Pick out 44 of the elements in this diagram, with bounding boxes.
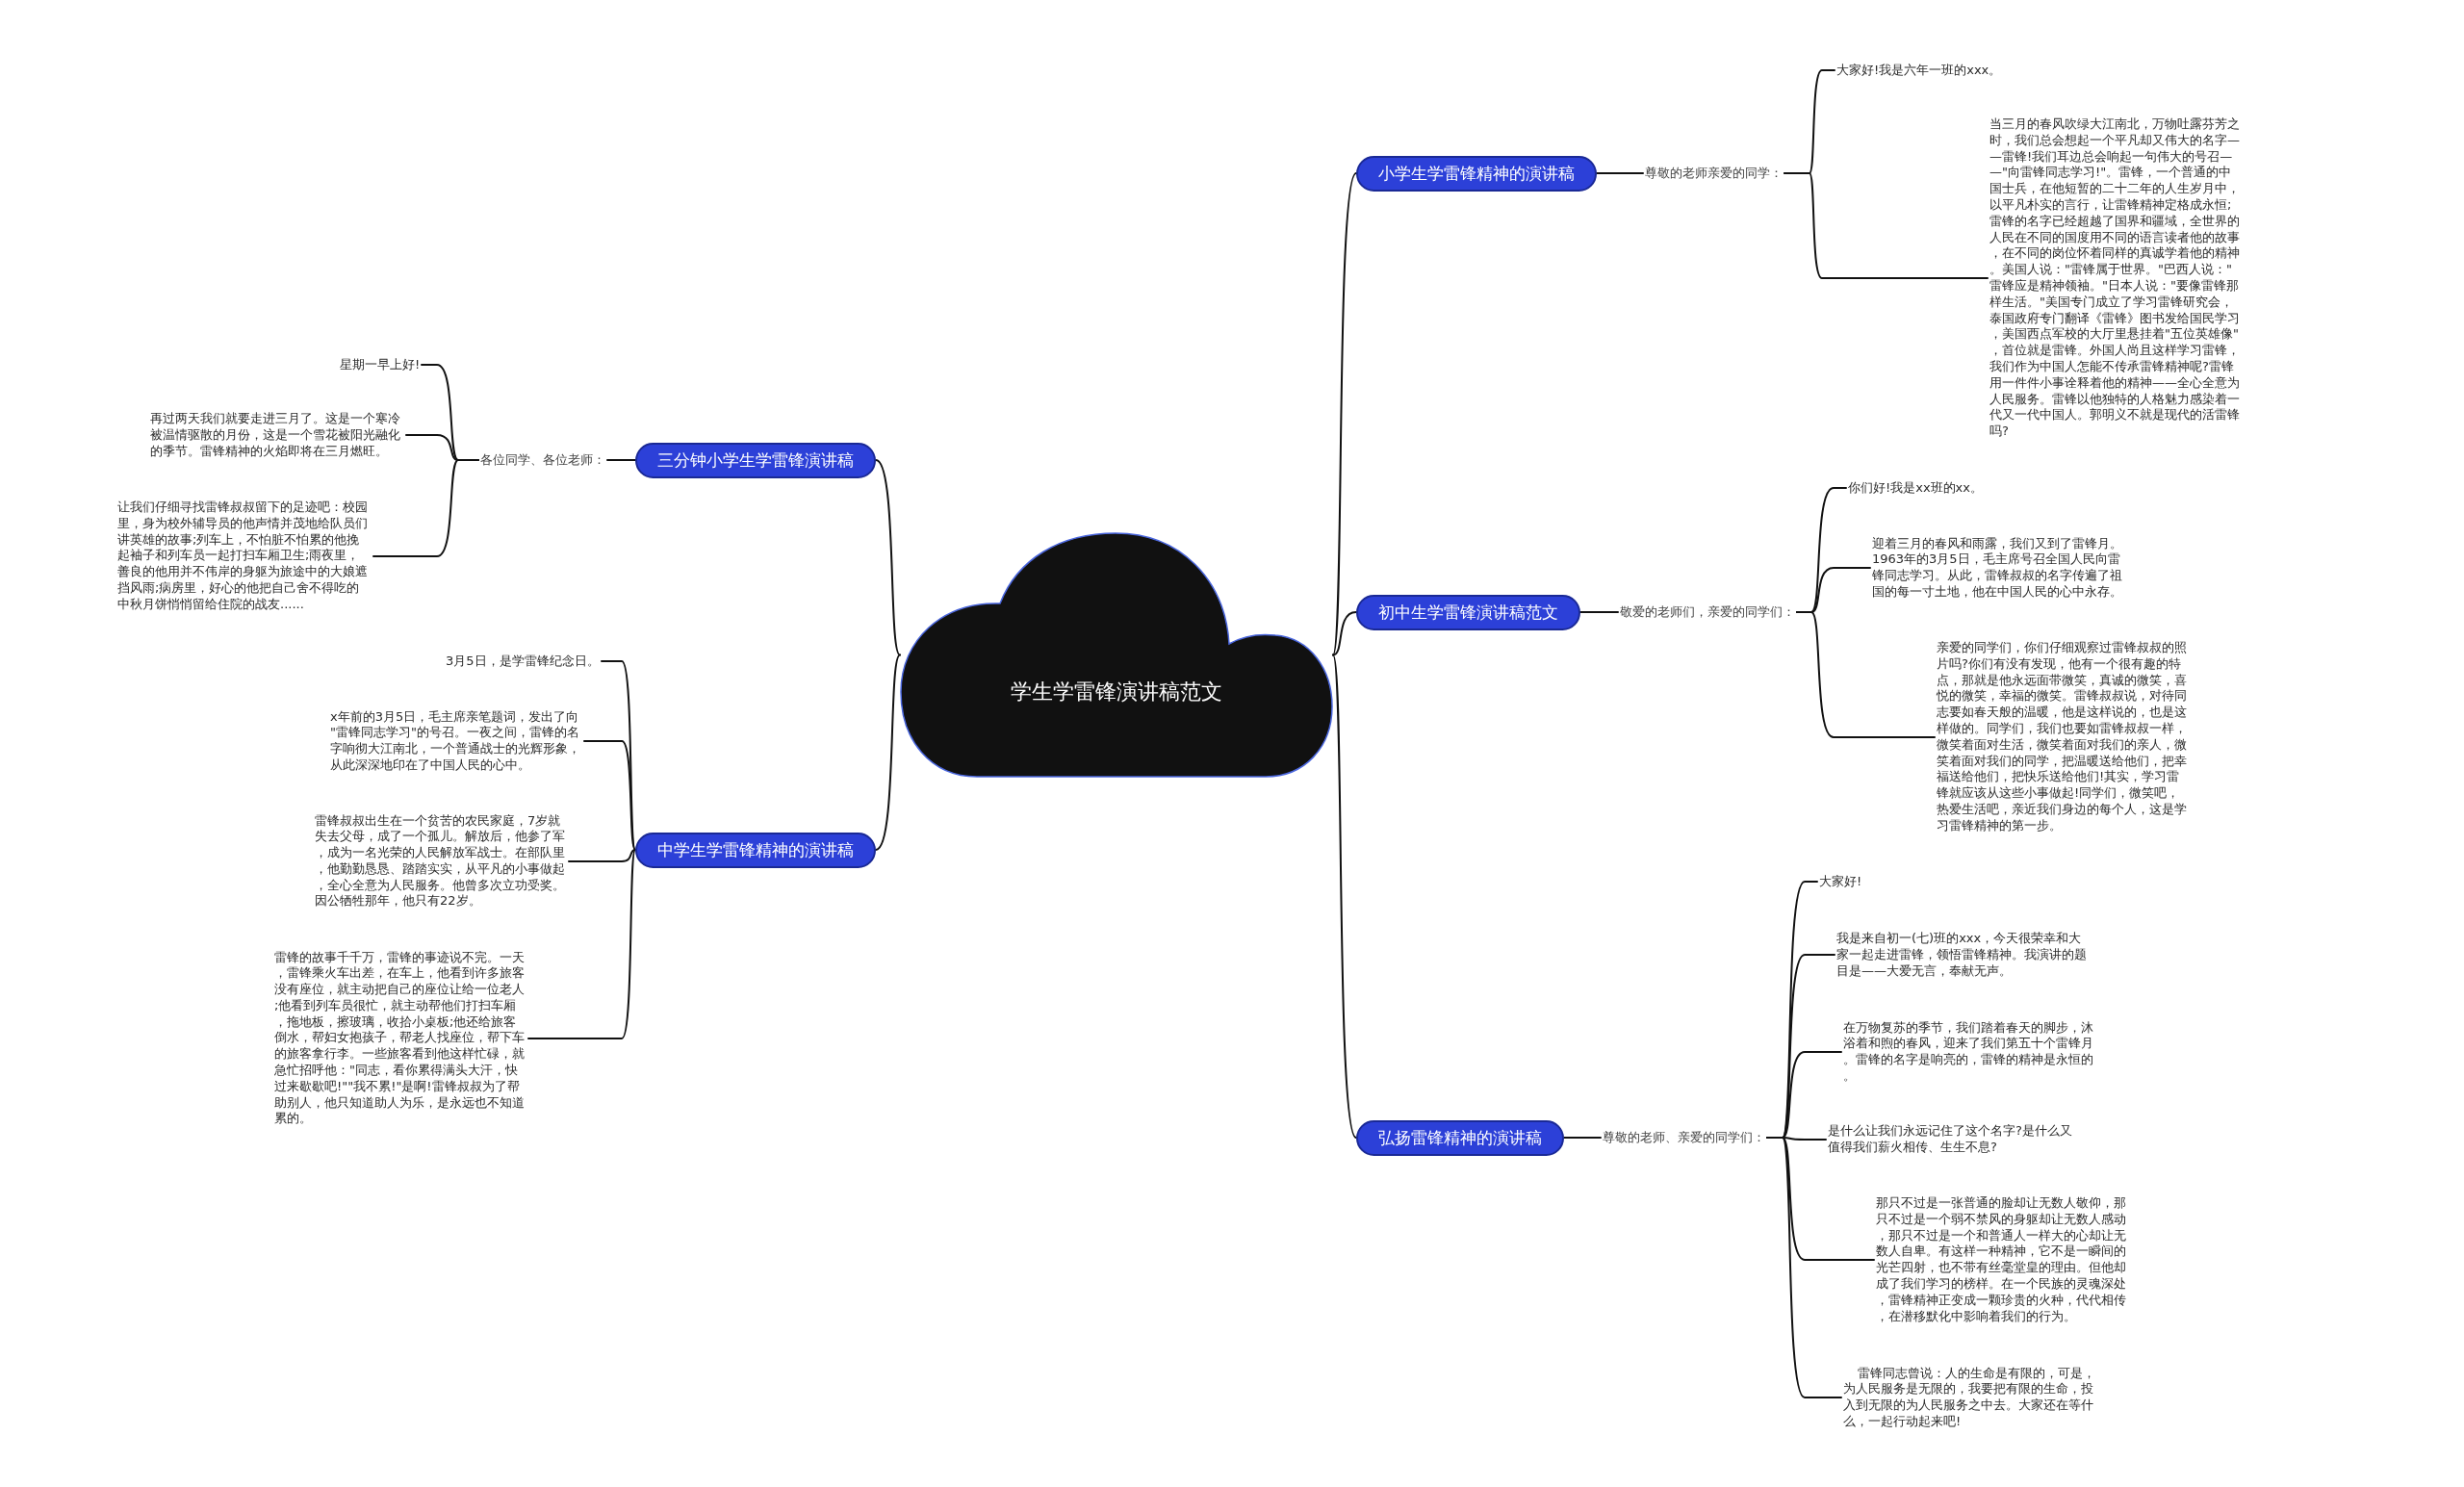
leaf-text: 让我们仔细寻找雷锋叔叔留下的足迹吧：校园里，身为校外辅导员的他声情并茂地给队员们讲英雄的故事;列车上，不怕脏不怕累的他挽起袖子和列车员一起打扫车厢卫生;雨夜里，善良的他用并不伟岸的身躯为旅途中的大娘遮挡风雨;病房里，好心的他把自己舍不得吃的中秋月饼悄悄留给住院的战友...... [116, 499, 373, 614]
connector-line [875, 654, 901, 851]
branch-topic-pill: 小学生学雷锋精神的演讲稿 [1356, 155, 1597, 192]
connector-line [1332, 611, 1357, 656]
branch-topic-pill: 三分钟小学生学雷锋演讲稿 [635, 442, 876, 478]
leaf-text: 是什么让我们永远记住了这个名字?是什么又值得我们薪火相传、生生不息? [1826, 1122, 2082, 1157]
subtopic-text: 尊敬的老师、亲爱的同学们： [1601, 1129, 1767, 1146]
connector-line [568, 849, 636, 862]
leaf-text: 在万物复苏的季节，我们踏着春天的脚步，沐浴着和煦的春风，迎来了我们第五十个雷锋月。雷锋的名字是响亮的，雷锋的精神是永恒的。 [1841, 1018, 2097, 1086]
subtopic-text: 敬爱的老师们，亲爱的同学们： [1618, 603, 1797, 621]
connector-line [583, 740, 636, 851]
leaf-text: 大家好!我是六年一班的xxx。 [1835, 61, 2004, 80]
connector-line [1766, 1137, 1842, 1398]
leaf-text: 当三月的春风吹绿大江南北，万物吐露芬芳之时，我们总会想起一个平凡却又伟大的名字——雷锋!我们耳边总会响起一句伟大的号召——"向雷锋同志学习!"。雷锋，一个普通的中国士兵，在他短暂的二十二年的人生岁月中，以平凡朴实的言行，让雷锋精神定格成永恒;雷锋的名字已经超越了国界和疆域，全世界的人民在不同的国度用不同的语言读者他的故事，在不同的岗位怀着同样的真诚学着他的精神。美国人说："雷锋属于世界。"巴西人说："雷锋应是精神领袖。"日本人说："要像雷锋那样生活。"美国专门成立了学习雷锋研究会，泰国政府专门翻译《雷锋》图书发给国民学习，美国西点军校的大厅里悬挂着"五位英雄像"，首位就是雷锋。外国人尚且这样学习雷锋，我们作为中国人怎能不传承雷锋精神呢?雷锋用一件件小事诠释着他的精神——全心全意为人民服务。雷锋以他独特的人格魅力感染着一代又一代中国人。郭明义不就是现代的活雷锋吗? [1988, 115, 2244, 441]
connector-line [1596, 172, 1644, 174]
leaf-text: 那只不过是一张普通的脸却让无数人敬仰，那只不过是一个弱不禁风的身躯却让无数人感动，那只不过是一个和普通人一样大的心却让无数人自卑。有这样一种精神，它不是一瞬间的光芒四射，也不带有丝毫堂皇的理由。但他却成了我们学习的榜样。在一个民族的灵魂深处，雷锋精神正变成一颗珍贵的火种，代代相传，在潜移默化中影响着我们的行为。 [1874, 1194, 2130, 1326]
connector-line [875, 459, 901, 656]
leaf-text: 再过两天我们就要走进三月了。这是一个寒冷被温情驱散的月份，这是一个雪花被阳光融化的季节。雷锋精神的火焰即将在三月燃旺。 [148, 410, 406, 461]
leaf-text: 大家好! [1817, 872, 1864, 891]
connector-line [1332, 172, 1357, 656]
leaf-text: 你们好!我是xx班的xx。 [1846, 478, 1985, 498]
branch-topic-pill: 中学生学雷锋精神的演讲稿 [635, 832, 876, 868]
leaf-text: 雷锋的故事千千万，雷锋的事迹说不完。一天，雷锋乘火车出差，在车上，他看到许多旅客没有座位，就主动把自己的座位让给一位老人;他看到列车员很忙，就主动帮他们打扫车厢，拖地板，擦玻璃，收拾小桌板;他还给旅客倒水，帮妇女抱孩子，帮老人找座位，帮下车的旅客拿行李。一些旅客看到他这样忙碌，就急忙招呼他："同志，看你累得满头大汗，快过来歇歇吧!""我不累!"是啊!雷锋叔叔为了帮助别人，他只知道助人为乐，是永远也不知道累的。 [272, 948, 528, 1129]
leaf-text: 雷锋同志曾说：人的生命是有限的，可是，为人民服务是无限的，我要把有限的生命，投入到无限的为人民服务之中去。大家还在等什么，一起行动起来吧! [1841, 1364, 2097, 1431]
connector-line [1796, 611, 1936, 738]
central-cloud-topic: 学生学雷锋演讲稿范文 [900, 532, 1333, 778]
connector-line [527, 849, 636, 1039]
connector-line [372, 459, 479, 557]
leaf-text: 星期一早上好! [338, 355, 423, 374]
leaf-text: 迎着三月的春风和雨露，我们又到了雷锋月。1963年的3月5日，毛主席号召全国人民向雷锋同志学习。从此，雷锋叔叔的名字传遍了祖国的每一寸土地，他在中国人民的心中永存。 [1870, 534, 2126, 602]
leaf-text: 3月5日，是学雷锋纪念日。 [444, 652, 602, 671]
connector-line [1332, 654, 1357, 1139]
connector-line [1784, 172, 1989, 279]
subtopic-text: 尊敬的老师亲爱的同学： [1643, 165, 1784, 182]
leaf-text: 我是来自初一(七)班的xxx，今天很荣幸和大家一起走进雷锋，领悟雷锋精神。我演讲的题目是——大爱无言，奉献无声。 [1835, 930, 2091, 981]
leaf-text: 雷锋叔叔出生在一个贫苦的农民家庭，7岁就失去父母，成了一个孤儿。解放后，他参了军，成为一名光荣的人民解放军战士。在部队里，他勤勤恳恳、踏踏实实，从平凡的小事做起，全心全意为人民服务。他曾多次立功受奖。因公牺牲那年，他只有22岁。 [313, 811, 569, 911]
leaf-text: 亲爱的同学们，你们仔细观察过雷锋叔叔的照片吗?你们有没有发现，他有一个很有趣的特点，那就是他永远面带微笑，真诚的微笑，喜悦的微笑，幸福的微笑。雷锋叔叔说，对待同志要如春天般的温暖，他是这样说的，也是这样做的。同学们，我们也要如雷锋叔叔一样，微笑着面对生活，微笑着面对我们的亲人，微笑着面对我们的同学，把温暖送给他们，把幸福送给他们，把快乐送给他们!其实，学习雷锋就应该从这些小事做起!同学们，微笑吧，热爱生活吧，亲近我们身边的每个人，这是学习雷锋精神的第一步。 [1935, 639, 2191, 835]
connector-line [1563, 1137, 1602, 1139]
connector-line [1579, 611, 1619, 613]
branch-topic-pill: 初中生学雷锋演讲稿范文 [1356, 594, 1580, 630]
branch-topic-pill: 弘扬雷锋精神的演讲稿 [1356, 1119, 1564, 1156]
leaf-text: x年前的3月5日，毛主席亲笔题词，发出了向"雷锋同志学习"的号召。一夜之间，雷锋的名字响彻大江南北，一个普通战士的光辉形象，从此深深地印在了中国人民的心中。 [328, 707, 584, 775]
connector-line [606, 459, 636, 461]
subtopic-text: 各位同学、各位老师： [478, 451, 607, 469]
